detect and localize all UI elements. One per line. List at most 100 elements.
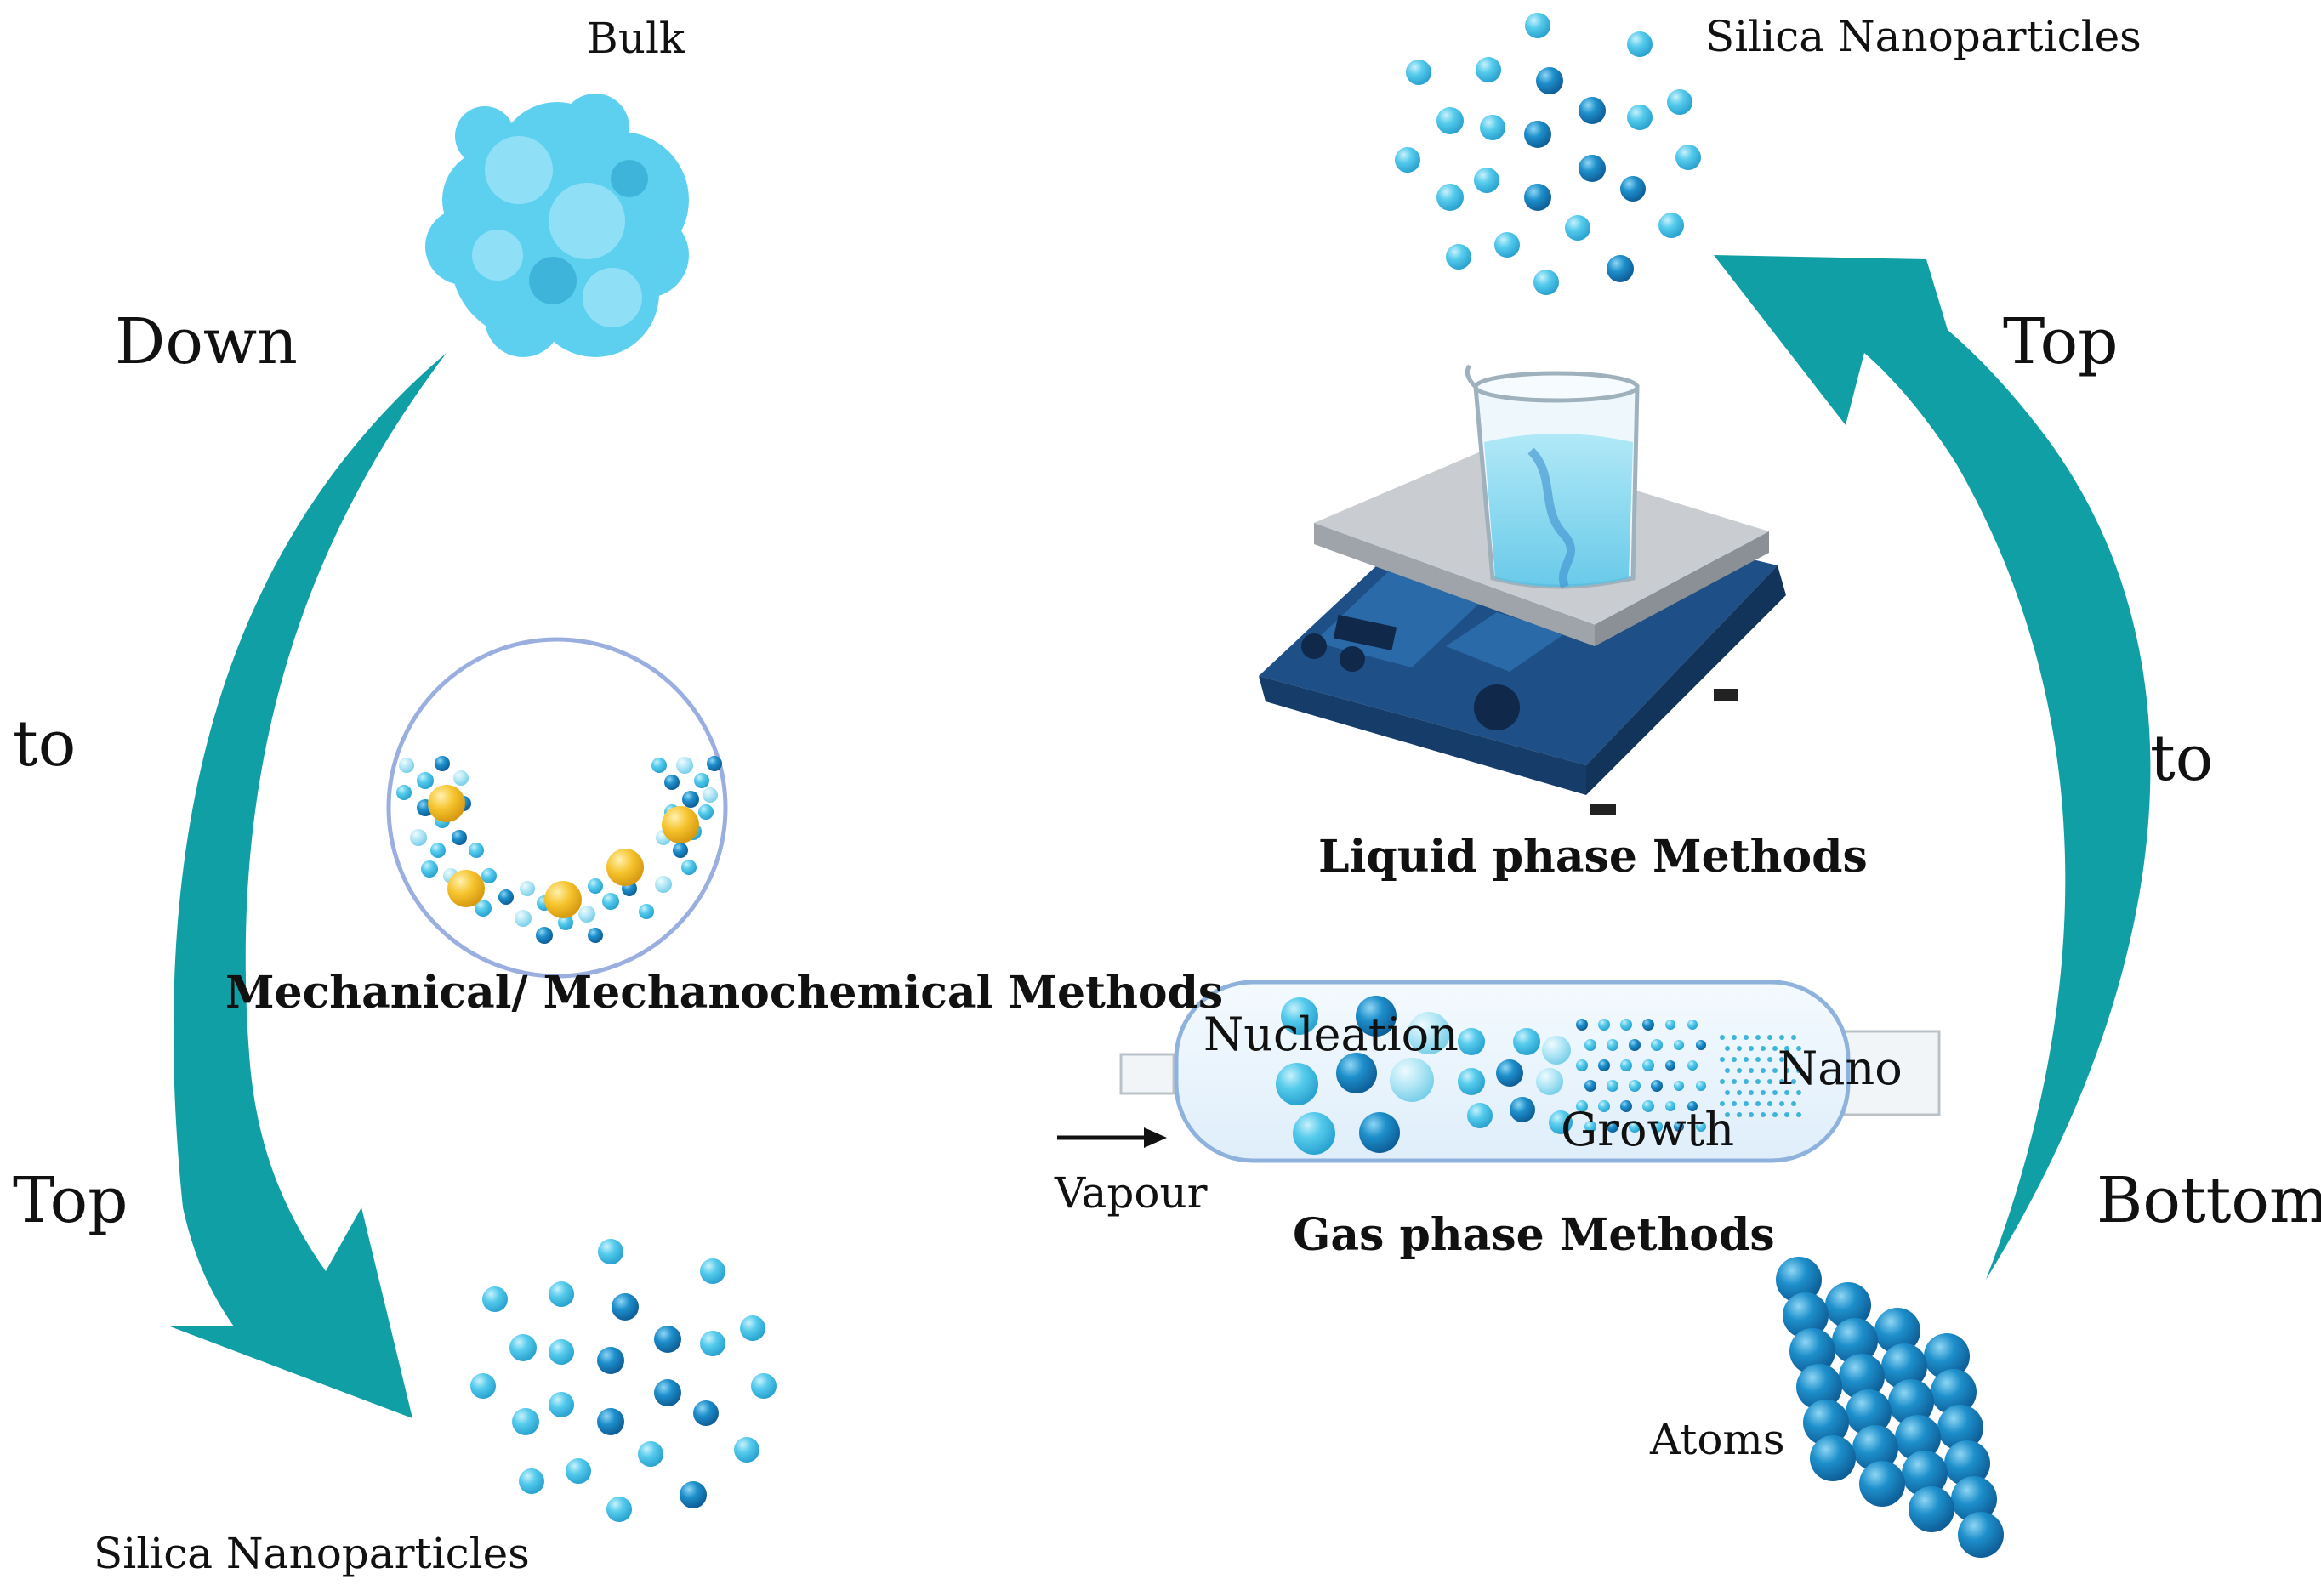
silica-particle bbox=[597, 1408, 624, 1435]
atom bbox=[1783, 1292, 1829, 1338]
nano-particle bbox=[1725, 1112, 1730, 1117]
nucleus-particle bbox=[1408, 1012, 1450, 1054]
silica-particle bbox=[606, 1497, 632, 1522]
milled-particle bbox=[578, 906, 595, 923]
milled-particle bbox=[498, 889, 514, 905]
silica-particle bbox=[1525, 13, 1550, 38]
silica-particle bbox=[482, 1286, 508, 1312]
growth-particle bbox=[1687, 1020, 1698, 1030]
top-label-left: Top bbox=[13, 1164, 128, 1237]
silica-particle bbox=[597, 1347, 624, 1374]
nano-particle bbox=[1737, 1068, 1742, 1073]
nano-particle bbox=[1791, 1101, 1796, 1106]
silica-particle bbox=[1607, 255, 1634, 282]
nano-particle bbox=[1732, 1035, 1737, 1040]
silica-nanoparticles-bottom-label: Silica Nanoparticles bbox=[94, 1529, 530, 1578]
silica-particle bbox=[1536, 67, 1563, 94]
nucleation-label: Nucleation bbox=[1203, 1008, 1459, 1061]
growth-particle bbox=[1651, 1039, 1663, 1051]
silica-particle bbox=[1406, 60, 1431, 85]
silica-particle bbox=[470, 1373, 496, 1399]
growth-particle bbox=[1629, 1121, 1641, 1133]
growth-particle bbox=[1584, 1039, 1596, 1051]
silica-particle bbox=[1476, 57, 1501, 82]
atoms-label: Atoms bbox=[1650, 1415, 1785, 1464]
milled-particle bbox=[676, 757, 693, 774]
growth-particle bbox=[1576, 1100, 1588, 1112]
milled-particle bbox=[396, 785, 412, 800]
silica-particle bbox=[1494, 232, 1520, 258]
atom bbox=[1902, 1451, 1948, 1497]
nano-particle bbox=[1749, 1068, 1754, 1073]
nano-particle bbox=[1725, 1046, 1730, 1051]
grinding-ball bbox=[447, 870, 485, 907]
atom bbox=[1874, 1308, 1920, 1354]
milled-particle bbox=[673, 843, 688, 858]
atom bbox=[1924, 1333, 1970, 1379]
silica-particle bbox=[1524, 121, 1551, 148]
to-label-right: to bbox=[2150, 722, 2214, 795]
milled-particle bbox=[655, 876, 672, 893]
nano-particle bbox=[1732, 1079, 1737, 1084]
nano-particle bbox=[1791, 1035, 1796, 1040]
nano-particle bbox=[1755, 1035, 1761, 1040]
atom bbox=[1852, 1425, 1898, 1471]
growth-particle bbox=[1598, 1019, 1610, 1031]
silica-particle bbox=[1436, 184, 1464, 211]
silica-particle bbox=[549, 1392, 574, 1417]
grinding-ball bbox=[606, 849, 644, 886]
silica-particle bbox=[512, 1408, 539, 1435]
bulk-blob bbox=[425, 94, 689, 357]
milled-particle bbox=[558, 915, 573, 930]
growth-particle bbox=[1674, 1122, 1684, 1132]
growth-particle bbox=[1584, 1121, 1596, 1133]
nano-particle bbox=[1772, 1046, 1778, 1051]
atom bbox=[1931, 1369, 1977, 1415]
nano-particle bbox=[1737, 1090, 1742, 1095]
growth-particle bbox=[1642, 1059, 1654, 1071]
bottom-up-arrow bbox=[1714, 255, 2151, 1280]
top-label-right: Top bbox=[2003, 305, 2119, 378]
silica-particle bbox=[598, 1239, 623, 1264]
milled-particle bbox=[452, 830, 467, 845]
down-label: Down bbox=[115, 305, 298, 378]
nano-particle bbox=[1796, 1046, 1801, 1051]
growth-particle bbox=[1687, 1101, 1698, 1111]
growth-particle bbox=[1696, 1122, 1706, 1132]
beaker bbox=[1465, 364, 1640, 589]
growth-particle bbox=[1620, 1100, 1632, 1112]
nano-particle bbox=[1737, 1112, 1742, 1117]
gas-tube-particles bbox=[1276, 996, 1801, 1155]
growth-particle bbox=[1642, 1100, 1654, 1112]
milled-particle bbox=[515, 910, 532, 927]
silica-particle bbox=[654, 1379, 681, 1406]
grinding-ball bbox=[662, 806, 699, 843]
growth-particle bbox=[1458, 1068, 1485, 1095]
growth-particle bbox=[1687, 1060, 1698, 1071]
silica-particle bbox=[680, 1481, 707, 1508]
growth-particle bbox=[1542, 1036, 1571, 1065]
atoms-lattice bbox=[1776, 1257, 2004, 1558]
atom bbox=[1909, 1486, 1954, 1532]
nucleus-particle bbox=[1359, 1112, 1400, 1153]
growth-particle bbox=[1651, 1121, 1663, 1133]
silica-particle bbox=[1620, 176, 1646, 202]
growth-particle bbox=[1674, 1081, 1684, 1091]
mechanical-methods-label: Mechanical/ Mechanochemical Methods bbox=[225, 967, 1224, 1019]
growth-particle bbox=[1576, 1019, 1588, 1031]
atom bbox=[1859, 1461, 1905, 1507]
nano-particle bbox=[1720, 1101, 1725, 1106]
nucleus-particle bbox=[1336, 1053, 1377, 1093]
milled-particle bbox=[536, 927, 553, 944]
nano-particle bbox=[1744, 1035, 1749, 1040]
growth-particle bbox=[1584, 1080, 1596, 1092]
silica-particle bbox=[1627, 31, 1653, 57]
atom bbox=[1881, 1343, 1927, 1389]
milled-particle bbox=[698, 804, 714, 820]
nano-particle bbox=[1767, 1079, 1772, 1084]
silica-particle bbox=[1667, 89, 1692, 115]
liquid-methods-label: Liquid phase Methods bbox=[1318, 831, 1868, 883]
nano-particle bbox=[1732, 1057, 1737, 1062]
nano-particle bbox=[1791, 1079, 1796, 1084]
silica-particle bbox=[549, 1281, 574, 1307]
